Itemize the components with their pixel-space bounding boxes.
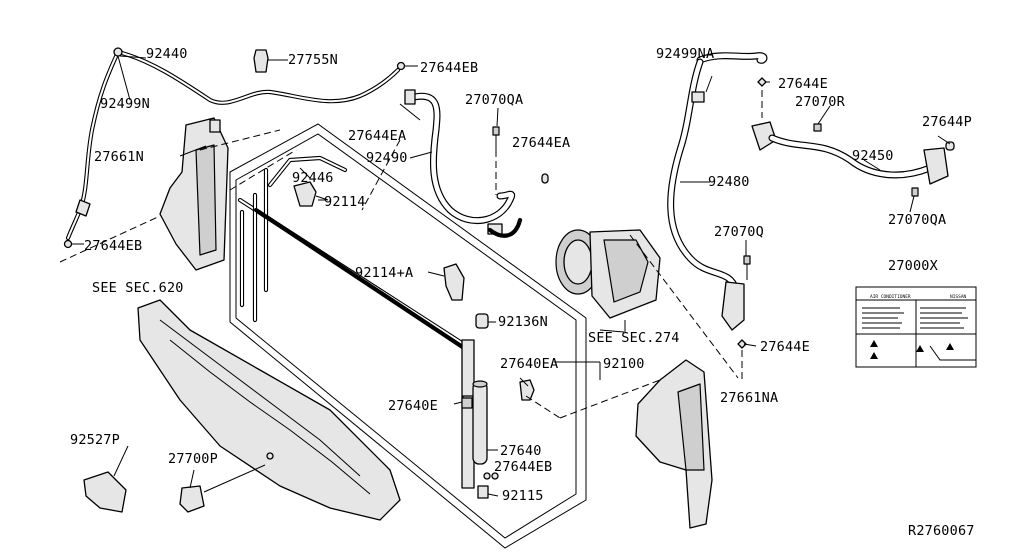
ac-label-27000X[interactable]: AIR CONDITIONER NISSAN bbox=[855, 286, 977, 368]
label-27644EA-a: 27644EA bbox=[348, 128, 406, 144]
label-27644EB-top: 27644EB bbox=[420, 60, 478, 76]
ac-label-header-left: AIR CONDITIONER bbox=[870, 294, 911, 300]
label-27644EA-b: 27644EA bbox=[512, 135, 570, 151]
bolt-27070QA-a[interactable] bbox=[492, 126, 500, 150]
label-27644EB-left: 27644EB bbox=[84, 238, 142, 254]
label-27640EA: 27640EA bbox=[500, 356, 558, 372]
desiccant-27640E[interactable] bbox=[461, 397, 473, 409]
label-92100: 92100 bbox=[603, 356, 645, 372]
oring-27644EB-left[interactable] bbox=[63, 239, 73, 249]
label-92499N: 92499N bbox=[100, 96, 150, 112]
bolt-27070R[interactable] bbox=[813, 123, 822, 132]
label-92115: 92115 bbox=[502, 488, 544, 504]
ac-label-header-right: NISSAN bbox=[950, 294, 967, 300]
label-92114: 92114 bbox=[324, 194, 366, 210]
cap-92136N[interactable] bbox=[475, 313, 489, 329]
dryer-27640[interactable] bbox=[472, 380, 488, 465]
label-reference-number: R2760067 bbox=[908, 523, 975, 539]
label-27755N: 27755N bbox=[288, 52, 338, 68]
label-92440: 92440 bbox=[146, 46, 188, 62]
label-27640E: 27640E bbox=[388, 398, 438, 414]
hose-92450[interactable] bbox=[751, 121, 949, 185]
label-27644EB-bot: 27644EB bbox=[494, 459, 552, 475]
label-27070Q: 27070Q bbox=[714, 224, 764, 240]
label-92136N: 92136N bbox=[498, 314, 548, 330]
label-27644E-bot: 27644E bbox=[760, 339, 810, 355]
label-92499NA: 92499NA bbox=[656, 46, 714, 62]
label-27070R: 27070R bbox=[795, 94, 846, 110]
label-92527P: 92527P bbox=[70, 432, 120, 448]
label-92114A: 92114+A bbox=[355, 265, 413, 281]
label-27000X: 27000X bbox=[888, 258, 938, 274]
air-guide-27661N[interactable] bbox=[159, 117, 229, 271]
label-27661N: 27661N bbox=[94, 149, 144, 165]
label-see-sec-274: SEE SEC.274 bbox=[588, 330, 680, 346]
label-92490: 92490 bbox=[366, 150, 408, 166]
label-27661NA: 27661NA bbox=[720, 390, 778, 406]
condenser-92100[interactable] bbox=[229, 123, 587, 549]
lower-deflector bbox=[137, 299, 401, 521]
bolt-27070Q[interactable] bbox=[743, 255, 751, 280]
oring-27644EB-bot[interactable] bbox=[483, 472, 499, 480]
bracket-92114A[interactable] bbox=[443, 263, 465, 301]
oring-27644E-top[interactable] bbox=[757, 77, 767, 87]
label-92480: 92480 bbox=[708, 174, 750, 190]
bolt-27070QA-b[interactable] bbox=[911, 187, 919, 197]
warning-icon bbox=[870, 340, 954, 359]
oring-27644EB-top[interactable] bbox=[396, 61, 419, 71]
hose-92440[interactable] bbox=[65, 47, 401, 241]
sensor-27700P[interactable] bbox=[179, 464, 266, 513]
label-see-sec-620: SEE SEC.620 bbox=[92, 280, 184, 296]
bracket-92114[interactable] bbox=[293, 181, 325, 207]
label-27700P: 27700P bbox=[168, 451, 218, 467]
clip-92527P[interactable] bbox=[83, 471, 127, 513]
compressor bbox=[555, 229, 661, 332]
label-27070QA-a: 27070QA bbox=[465, 92, 523, 108]
label-27644P: 27644P bbox=[922, 114, 972, 130]
clip-92115[interactable] bbox=[477, 485, 489, 499]
label-92450: 92450 bbox=[852, 148, 894, 164]
hose-92490[interactable] bbox=[404, 89, 523, 238]
label-92446: 92446 bbox=[292, 170, 334, 186]
oring-27644EA-b[interactable] bbox=[541, 173, 549, 184]
label-27640: 27640 bbox=[500, 443, 542, 459]
hose-92480[interactable] bbox=[667, 52, 768, 331]
label-27070QA-b: 27070QA bbox=[888, 212, 946, 228]
cap-27644P[interactable] bbox=[945, 141, 955, 151]
air-guide-27661NA[interactable] bbox=[635, 359, 713, 529]
pipe-92446[interactable] bbox=[267, 155, 348, 188]
bracket-27640EA[interactable] bbox=[519, 379, 535, 401]
label-27644E-top: 27644E bbox=[778, 76, 828, 92]
clip-27755N[interactable] bbox=[253, 49, 288, 73]
